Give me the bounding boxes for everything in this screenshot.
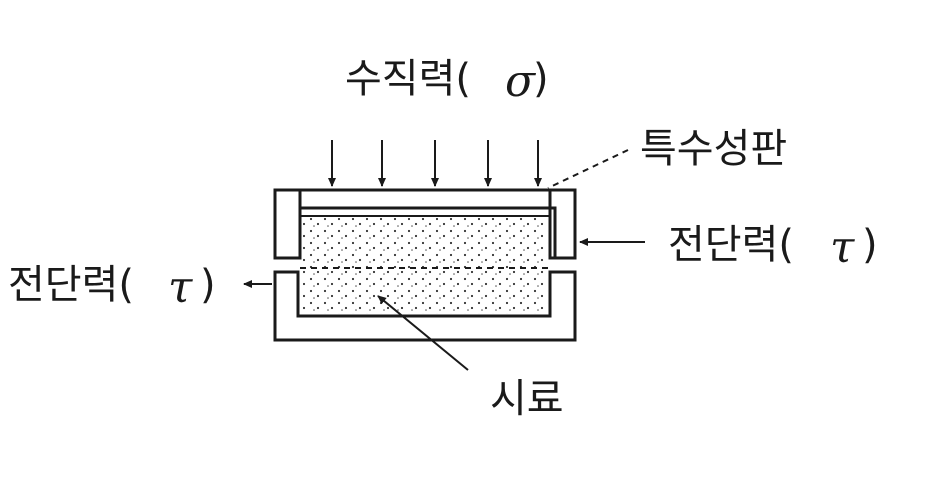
sample-leader xyxy=(377,295,469,371)
vertical-force-arrows xyxy=(328,140,542,187)
sample-fill xyxy=(303,218,548,314)
left-shear-text: 전단력( xyxy=(8,262,134,308)
upper-shear-box xyxy=(273,188,577,260)
porous-plate-label: 특수성판 xyxy=(640,126,787,172)
vertical-force-text: 수직력( xyxy=(345,56,471,102)
vertical-force-close: ) xyxy=(533,56,549,102)
left-shear-symbol: τ xyxy=(168,262,193,313)
lower-shear-box xyxy=(273,270,577,342)
porous-plate-leader xyxy=(547,149,629,189)
right-shear-text: 전단력( xyxy=(668,222,794,268)
left-shear-force-label: 전단력( τ ) xyxy=(8,262,216,313)
right-shear-close: ) xyxy=(862,222,878,268)
right-shear-symbol: τ xyxy=(830,222,855,273)
upper-left-wall xyxy=(273,188,302,260)
vertical-force-label: 수직력( σ ) xyxy=(345,56,549,107)
lower-box-frame xyxy=(273,270,577,342)
vertical-force-symbol: σ xyxy=(505,56,537,107)
right-shear-force-label: 전단력( τ ) xyxy=(668,222,878,273)
sample-label: 시료 xyxy=(490,376,564,422)
upper-right-wall xyxy=(548,188,577,260)
left-shear-close: ) xyxy=(200,262,216,308)
